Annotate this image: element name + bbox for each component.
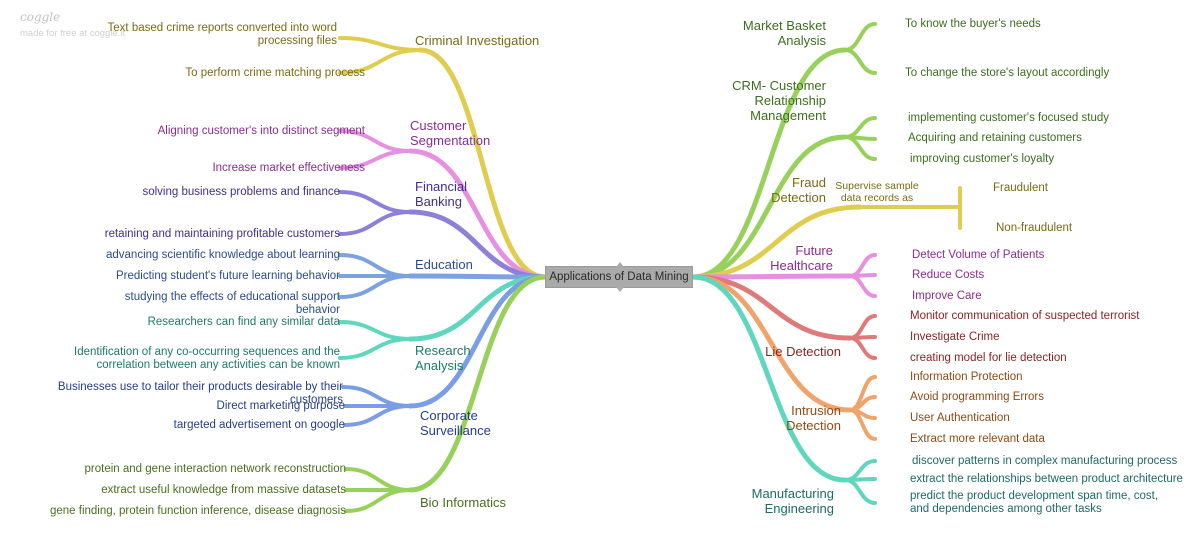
branch-label-manufacturing[interactable]: Manufacturing Engineering xyxy=(751,486,834,516)
branch-label-research[interactable]: Research Analysis xyxy=(415,343,471,373)
leaf-line-segmentation-1 xyxy=(338,149,412,170)
leaf-criminal-0[interactable]: Text based crime reports converted into … xyxy=(107,22,337,48)
leaf-intrusion-1[interactable]: Avoid programming Errors xyxy=(910,391,1045,403)
coggle-tagline: made for free at coggle.it xyxy=(20,28,126,39)
leaf-bio-0[interactable]: protein and gene interaction network rec… xyxy=(84,463,346,475)
branch-label-financial[interactable]: Financial Banking xyxy=(415,179,468,209)
root-node[interactable]: Applications of Data Mining xyxy=(545,262,693,292)
leaf-line-research-1 xyxy=(338,337,412,360)
leaf-criminal-1[interactable]: To perform crime matching process xyxy=(185,67,365,79)
leaf-intrusion-0[interactable]: Information Protection xyxy=(910,371,1023,383)
leaf-research-1[interactable]: Identification of any co-occurring seque… xyxy=(74,346,340,372)
leaf-line-research-0 xyxy=(338,320,412,341)
collapse-down-icon xyxy=(616,287,624,292)
branch-line-manufacturing xyxy=(690,274,848,483)
leaf-corporate-1[interactable]: Direct marketing purpose xyxy=(216,400,345,412)
leaf-education-0[interactable]: advancing scientific knowledge about lea… xyxy=(106,249,340,261)
leaf-health-0[interactable]: Detect Volume of Patients xyxy=(912,249,1045,261)
leaf-corporate-2[interactable]: targeted advertisement on google xyxy=(173,419,345,431)
branch-label-crm[interactable]: CRM- Customer Relationship Management xyxy=(732,78,826,123)
leaf-lie-0[interactable]: Monitor communication of suspected terro… xyxy=(910,310,1140,322)
leaf-lie-2[interactable]: creating model for lie detection xyxy=(910,352,1067,364)
branch-line-fraud xyxy=(690,204,863,280)
leaf-line-crm-0 xyxy=(843,116,877,139)
leaf-line-health-0 xyxy=(848,253,877,278)
branch-label-market[interactable]: Market Basket Analysis xyxy=(742,18,826,48)
branch-label-segmentation[interactable]: Customer Segmentation xyxy=(410,118,491,148)
leaf-education-2[interactable]: studying the effects of educational supp… xyxy=(124,291,340,317)
leaf-line-intrusion-3 xyxy=(848,408,877,441)
leaf-line-market-1 xyxy=(843,48,877,75)
branch-label-corporate[interactable]: Corporate Surveillance xyxy=(420,408,491,438)
branch-line-lie xyxy=(690,274,853,341)
leaf-line-lie-0 xyxy=(848,314,877,340)
leaf-fraud-0[interactable]: Fraudulent xyxy=(993,182,1048,194)
coggle-logo: coggle xyxy=(20,10,61,24)
leaf-line-criminal-1 xyxy=(338,48,422,75)
leaf-line-education-2 xyxy=(338,274,412,299)
root-label: Applications of Data Mining xyxy=(549,271,689,283)
leaf-line-corporate-0 xyxy=(341,385,412,408)
branch-line-corporate xyxy=(407,274,548,409)
branch-label-criminal[interactable]: Criminal Investigation xyxy=(415,33,540,48)
leaf-bio-1[interactable]: extract useful knowledge from massive da… xyxy=(101,484,346,496)
leaf-intrusion-3[interactable]: Extract more relevant data xyxy=(910,433,1045,445)
leaf-segmentation-0[interactable]: Aligning customer's into distinct segmen… xyxy=(157,125,365,137)
leaf-fraud-1[interactable]: Non-fraudulent xyxy=(996,222,1073,234)
leaf-market-0[interactable]: To know the buyer's needs xyxy=(905,18,1041,30)
branch-line-segmentation xyxy=(407,148,548,280)
leaf-line-health-2 xyxy=(848,274,877,298)
branch-label-bio[interactable]: Bio Informatics xyxy=(420,495,506,510)
branch-line-crm xyxy=(690,134,848,280)
leaf-corporate-0[interactable]: Businesses use to tailor their products … xyxy=(57,381,343,407)
leaf-line-manufacturing-2 xyxy=(843,478,877,505)
leaf-manufacturing-1[interactable]: extract the relationships between produc… xyxy=(910,473,1183,485)
leaf-financial-1[interactable]: retaining and maintaining profitable cus… xyxy=(104,228,340,240)
leaf-manufacturing-0[interactable]: discover patterns in complex manufacturi… xyxy=(912,455,1178,467)
leaf-research-0[interactable]: Researchers can find any similar data xyxy=(147,316,340,328)
leaf-education-1[interactable]: Predicting student's future learning beh… xyxy=(115,270,340,282)
branch-label-fraud[interactable]: Fraud Detection xyxy=(771,175,826,205)
branch-label-intrusion[interactable]: Intrusion Detection xyxy=(786,403,841,433)
branch-line-criminal xyxy=(417,47,548,280)
branch-label-education[interactable]: Education xyxy=(415,257,473,272)
leaf-line-crm-2 xyxy=(843,135,877,161)
leaf-line-education-0 xyxy=(338,253,412,278)
leaf-health-1[interactable]: Reduce Costs xyxy=(912,269,985,281)
collapse-up-icon xyxy=(616,262,624,267)
branch-line-market xyxy=(690,47,848,280)
leaf-line-financial-0 xyxy=(338,190,412,214)
branch-label-lie[interactable]: Lie Detection xyxy=(765,344,841,359)
leaf-line-bio-0 xyxy=(344,467,412,492)
leaf-line-lie-2 xyxy=(848,336,877,360)
leaf-manufacturing-2[interactable]: predict the product development span tim… xyxy=(910,490,1159,516)
leaf-crm-0[interactable]: implementing customer's focused study xyxy=(908,112,1109,124)
leaf-line-corporate-2 xyxy=(343,404,412,427)
leaf-line-criminal-0 xyxy=(338,36,422,52)
branch-label-health[interactable]: Future Healthcare xyxy=(770,243,833,273)
leaf-intrusion-2[interactable]: User Authentication xyxy=(910,412,1010,424)
leaf-line-bio-2 xyxy=(344,488,412,513)
branch-line-bio xyxy=(407,274,548,493)
leaf-line-market-0 xyxy=(843,22,877,52)
leaf-line-intrusion-1 xyxy=(848,395,877,412)
leaf-bio-2[interactable]: gene finding, protein function inference… xyxy=(49,505,346,517)
leaf-line-financial-1 xyxy=(338,210,412,236)
leaf-lie-1[interactable]: Investigate Crime xyxy=(910,331,1000,343)
branch-line-financial xyxy=(407,209,548,280)
leaf-crm-1[interactable]: Acquiring and retaining customers xyxy=(908,132,1082,144)
leaf-health-2[interactable]: Improve Care xyxy=(912,290,982,302)
leaf-segmentation-1[interactable]: Increase market effectiveness xyxy=(212,162,365,174)
mid-label-fraud[interactable]: Supervise sample data records as xyxy=(835,180,919,205)
leaf-market-1[interactable]: To change the store's layout accordingly xyxy=(905,67,1110,79)
leaf-crm-2[interactable]: improving customer's loyalty xyxy=(910,153,1055,165)
leaf-financial-0[interactable]: solving business problems and finance xyxy=(142,186,340,198)
branch-line-intrusion xyxy=(690,274,853,413)
